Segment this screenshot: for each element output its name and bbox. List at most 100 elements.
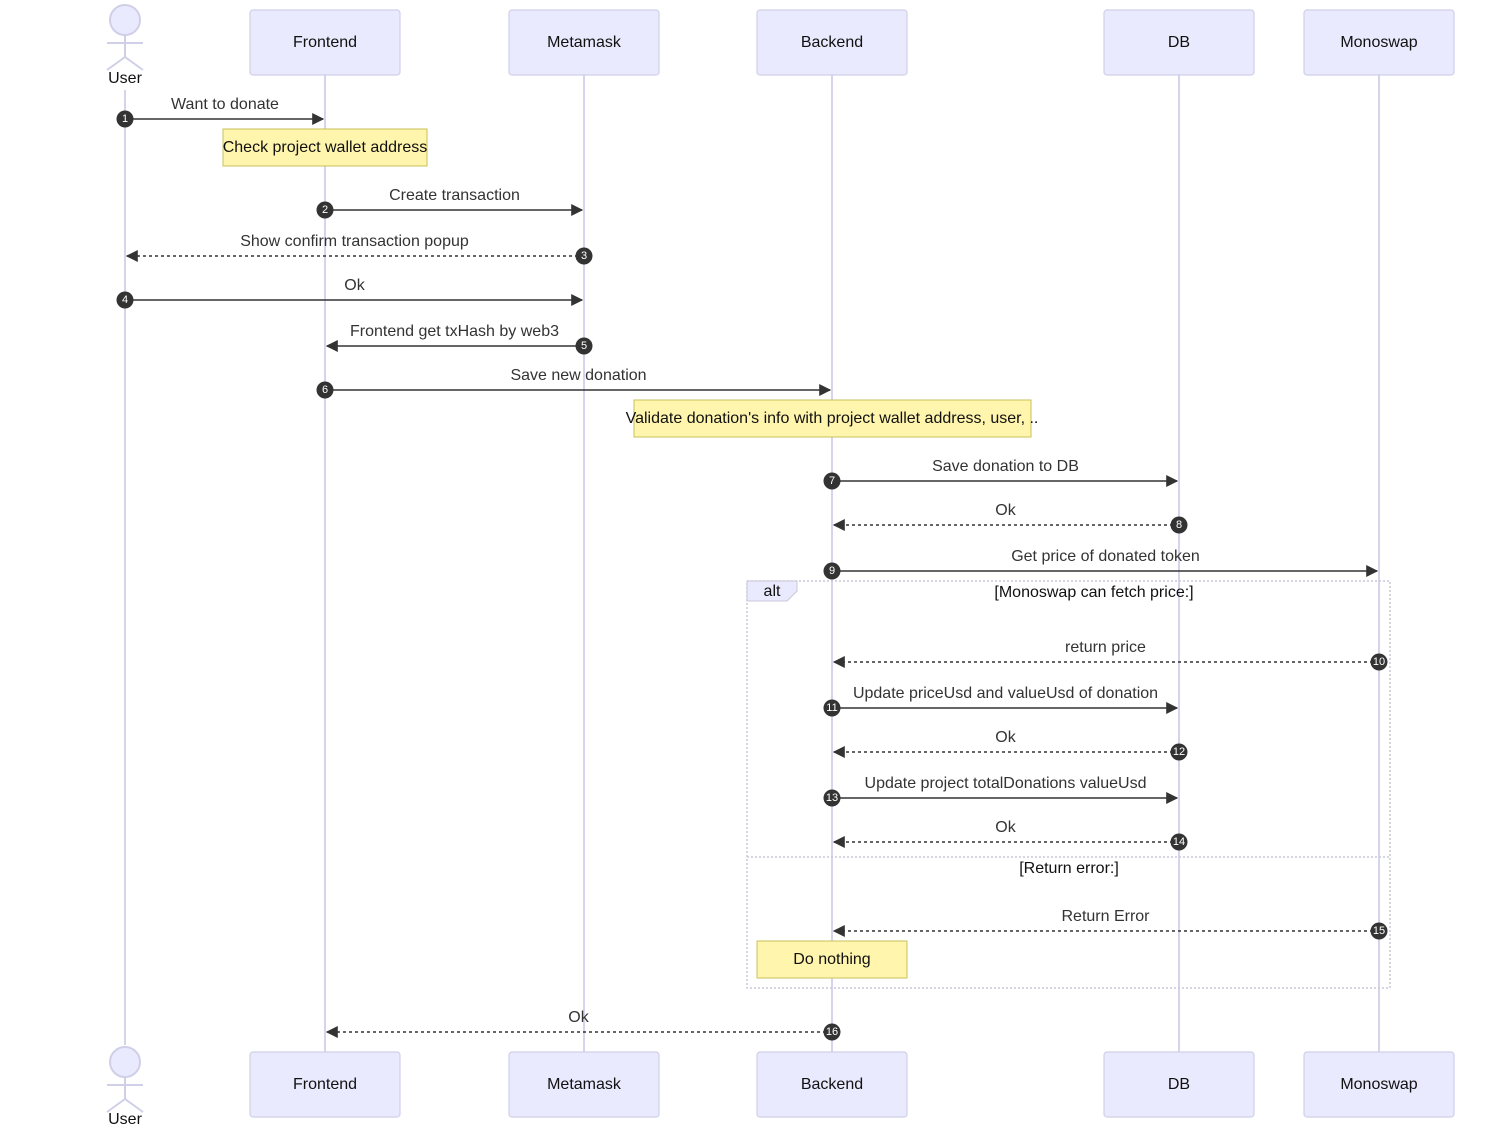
message-label: Want to donate	[171, 96, 279, 113]
participant-db-top: DB	[1103, 9, 1255, 76]
sequence-number: 2	[322, 204, 328, 216]
note-text: Check project wallet address	[223, 139, 428, 156]
message-label: Show confirm transaction popup	[240, 233, 469, 250]
message-label: Ok	[995, 819, 1016, 836]
sequence-number: 6	[322, 384, 328, 396]
actor-user-bottom: User	[106, 1046, 144, 1128]
message-label: Update project totalDonations valueUsd	[865, 775, 1147, 792]
alt-frame: alt [Monoswap can fetch price:] [Return …	[746, 580, 1391, 989]
sequence-number: 12	[1173, 746, 1185, 758]
participant-label-frontend: Frontend	[293, 1076, 357, 1093]
alt-frame-border	[746, 580, 1391, 989]
participant-metamask-bottom: Metamask	[508, 1051, 660, 1118]
participant-label-backend: Backend	[801, 34, 863, 51]
participant-db-bottom: DB	[1103, 1051, 1255, 1118]
message-3: Show confirm transaction popup 3	[125, 233, 593, 265]
message-14: Ok 14	[832, 819, 1188, 851]
sequence-number: 13	[826, 792, 838, 804]
message-label: Update priceUsd and valueUsd of donation	[853, 685, 1158, 702]
participant-box	[508, 1051, 660, 1118]
participant-label-metamask: Metamask	[547, 34, 622, 51]
participant-backend-top: Backend	[756, 9, 908, 76]
alt-tab	[746, 580, 798, 602]
note-validate: Validate donation's info with project wa…	[626, 399, 1039, 438]
sequence-number-badge	[116, 291, 134, 309]
participant-frontend-bottom: Frontend	[249, 1051, 401, 1118]
sequence-number: 15	[1373, 925, 1385, 937]
sequence-number-badge	[1170, 743, 1188, 761]
note-box	[756, 940, 908, 979]
sequence-number-badge	[1370, 653, 1388, 671]
sequence-number: 9	[829, 565, 835, 577]
sequence-number: 3	[581, 250, 587, 262]
sequence-number: 14	[1173, 836, 1185, 848]
note-do-nothing: Do nothing	[756, 940, 908, 979]
note-box	[222, 128, 428, 167]
alt-condition-2: [Return error:]	[1019, 860, 1119, 877]
stick-figure-head	[109, 4, 141, 36]
message-label: Save new donation	[510, 367, 646, 384]
note-check-wallet: Check project wallet address	[222, 128, 428, 167]
sequence-number-badge	[1170, 833, 1188, 851]
message-1: Want to donate 1	[116, 96, 325, 128]
sequence-number: 7	[829, 475, 835, 487]
message-label: Frontend get txHash by web3	[350, 323, 559, 340]
sequence-number-badge	[575, 247, 593, 265]
participant-monoswap-top: Monoswap	[1303, 9, 1455, 76]
participant-box	[1103, 9, 1255, 76]
participant-box	[249, 9, 401, 76]
sequence-number-badge	[823, 562, 841, 580]
participant-box	[756, 1051, 908, 1118]
message-6: Save new donation 6	[316, 367, 832, 399]
participant-box	[756, 9, 908, 76]
participant-metamask-top: Metamask	[508, 9, 660, 76]
participant-box	[1303, 1051, 1455, 1118]
actor-user-top: User	[106, 4, 144, 87]
participant-label-backend: Backend	[801, 1076, 863, 1093]
sequence-number-badge	[823, 789, 841, 807]
participant-box	[508, 9, 660, 76]
participant-label-frontend: Frontend	[293, 34, 357, 51]
message-8: Ok8	[832, 502, 1188, 534]
participant-monoswap-bottom: Monoswap	[1303, 1051, 1455, 1118]
sequence-number: 4	[122, 294, 128, 306]
message-4: Ok 4	[116, 277, 584, 309]
message-16: Ok 16	[325, 1009, 841, 1041]
sequence-number: 1	[122, 113, 128, 125]
message-label: Ok	[995, 729, 1016, 746]
sequence-number-badge	[823, 1023, 841, 1041]
message-2: Create transaction 2	[316, 187, 584, 219]
sequence-number: 10	[1373, 656, 1385, 668]
participant-label-metamask: Metamask	[547, 1076, 622, 1093]
message-label: Create transaction	[389, 187, 520, 204]
participant-box	[249, 1051, 401, 1118]
message-label: Return Error	[1061, 908, 1150, 925]
note-text: Do nothing	[793, 951, 870, 968]
sequence-number-badge	[1370, 922, 1388, 940]
alt-tag-label: alt	[764, 583, 781, 600]
sequence-number-badge	[1170, 516, 1188, 534]
message-label: Save donation to DB	[932, 458, 1079, 475]
alt-condition-1: [Monoswap can fetch price:]	[994, 584, 1193, 601]
note-text: Validate donation's info with project wa…	[626, 410, 1039, 427]
message-7: Save donation to DB 7	[823, 458, 1179, 490]
sequence-number-badge	[823, 472, 841, 490]
actor-label-user: User	[108, 1111, 142, 1128]
sequence-number-badge	[823, 699, 841, 717]
participant-label-db: DB	[1168, 34, 1190, 51]
message-15: Return Error 15	[832, 908, 1388, 940]
sequence-number: 16	[826, 1026, 838, 1038]
message-label: Ok	[995, 502, 1016, 519]
message-label: Ok	[344, 277, 365, 294]
sequence-number-badge	[575, 337, 593, 355]
participant-box	[1303, 9, 1455, 76]
lifelines	[124, 75, 1380, 1052]
participant-backend-bottom: Backend	[756, 1051, 908, 1118]
participant-label-monoswap: Monoswap	[1340, 34, 1417, 51]
message-label: Ok	[568, 1009, 589, 1026]
